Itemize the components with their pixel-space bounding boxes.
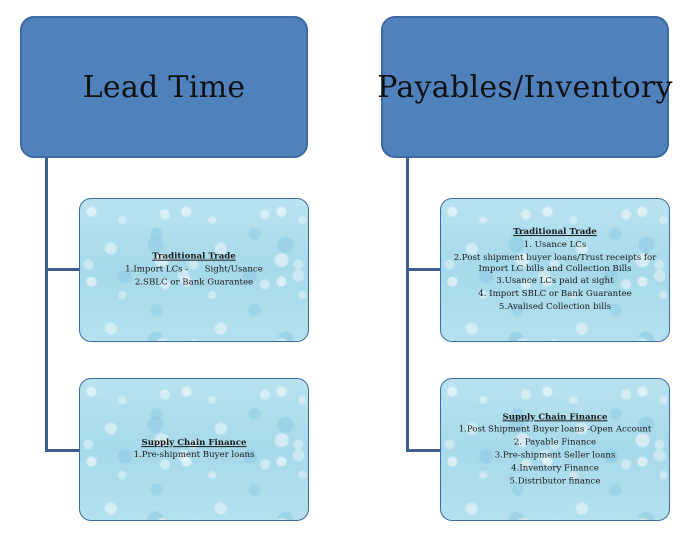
card-line: 1.Post Shipment Buyer loans -Open Accoun…: [458, 424, 652, 435]
card-line: 4.Inventory Finance: [511, 463, 599, 474]
card-content: Supply Chain Finance 1.Post Shipment Buy…: [441, 411, 669, 488]
card-lead-time-traditional-trade: Traditional Trade 1.Import LCs - Sight/U…: [79, 198, 309, 342]
header-lead-time-label: Lead Time: [82, 69, 246, 105]
connector-branch-payables-traditional: [406, 268, 440, 271]
card-line: 1.Import LCs - Sight/Usance: [125, 264, 263, 275]
card-content: Traditional Trade 1. Usance LCs 2.Post s…: [441, 226, 669, 314]
connector-branch-payables-scf: [406, 449, 440, 452]
header-payables-inventory: Payables/Inventory: [377, 16, 673, 158]
card-title: Traditional Trade: [152, 251, 236, 262]
card-line: 3.Usance LCs paid at sight: [496, 276, 614, 287]
card-content: Supply Chain Finance 1.Pre-shipment Buye…: [80, 437, 308, 463]
header-lead-time: Lead Time: [20, 16, 308, 158]
card-payables-supply-chain-finance: Supply Chain Finance 1.Post Shipment Buy…: [440, 378, 670, 521]
card-line: 5.Avalised Collection bills: [498, 302, 612, 313]
connector-vertical-lead-time: [45, 158, 48, 452]
card-line: 1.Pre-shipment Buyer loans: [133, 450, 255, 461]
card-line: 2. Payable Finance: [513, 437, 597, 448]
card-payables-traditional-trade: Traditional Trade 1. Usance LCs 2.Post s…: [440, 198, 670, 342]
card-lead-time-supply-chain-finance: Supply Chain Finance 1.Pre-shipment Buye…: [79, 378, 309, 521]
card-content: Traditional Trade 1.Import LCs - Sight/U…: [80, 251, 308, 290]
card-line: 2.SBLC or Bank Guarantee: [134, 277, 254, 288]
card-title: Supply Chain Finance: [502, 411, 608, 422]
card-line: 3.Pre-shipment Seller loans: [494, 450, 616, 461]
connector-vertical-payables: [406, 158, 409, 452]
connector-branch-lead-time-scf: [45, 449, 79, 452]
card-line: 2.Post shipment buyer loans/Trust receip…: [453, 252, 657, 274]
header-payables-inventory-label: Payables/Inventory: [377, 69, 673, 105]
card-line: 1. Usance LCs: [523, 239, 587, 250]
card-line: 5.Distributor finance: [509, 476, 601, 487]
connector-branch-lead-time-traditional: [45, 268, 79, 271]
card-title: Supply Chain Finance: [141, 437, 247, 448]
card-title: Traditional Trade: [513, 227, 597, 238]
card-line: 4. Import SBLC or Bank Guarantee: [478, 289, 632, 300]
